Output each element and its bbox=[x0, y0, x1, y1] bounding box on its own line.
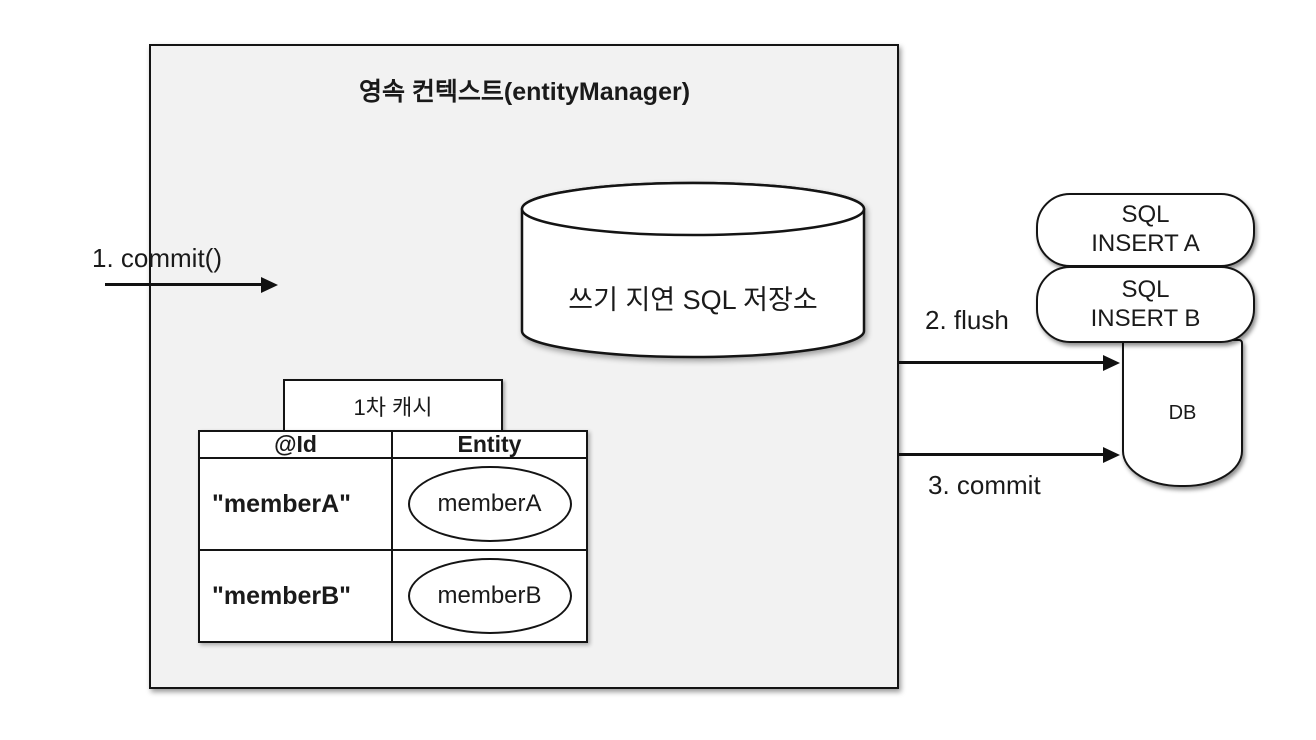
sql-insert-b-line2: INSERT B bbox=[1090, 304, 1201, 332]
commit-db-step-label: 3. commit bbox=[928, 470, 1041, 500]
first-level-cache-tab: 1차 캐시 bbox=[283, 379, 503, 432]
cache-row-member-b-id: "memberB" bbox=[200, 551, 393, 641]
db-label: DB bbox=[1168, 401, 1197, 424]
commit-step-label: 1. commit() bbox=[92, 243, 222, 273]
cache-row-member-a-entity-cell: memberA bbox=[393, 459, 586, 551]
sql-insert-a-line2: INSERT A bbox=[1091, 230, 1200, 257]
persistence-context-title: 영속 컨텍스트(entityManager) bbox=[358, 78, 691, 106]
column-header-entity: Entity bbox=[393, 431, 586, 459]
sql-store-label: 쓰기 지연 SQL 저장소 bbox=[568, 284, 818, 315]
flush-arrow bbox=[899, 355, 1120, 369]
entity-ellipse-member-a: memberA bbox=[407, 466, 572, 542]
cache-row-member-b-entity-cell: memberB bbox=[393, 551, 586, 641]
sql-insert-a-line1: SQL bbox=[1121, 201, 1170, 229]
flush-step-label: 2. flush bbox=[925, 305, 1009, 335]
sql-insert-b-box: SQL INSERT B bbox=[1036, 266, 1255, 343]
cylinder-shape bbox=[520, 181, 866, 359]
entity-ellipse-member-b: memberB bbox=[407, 558, 572, 634]
cache-row-member-a-id: "memberA" bbox=[200, 459, 393, 551]
sql-insert-a-box: SQL INSERT A bbox=[1036, 193, 1255, 267]
write-behind-sql-store-cylinder: 쓰기 지연 SQL 저장소 bbox=[520, 181, 866, 359]
column-header-id: @Id bbox=[200, 431, 393, 459]
db-cylinder: DB bbox=[1122, 339, 1243, 487]
commit-db-arrow bbox=[899, 447, 1120, 461]
commit-arrow bbox=[105, 277, 278, 291]
sql-insert-b-line1: SQL bbox=[1121, 275, 1170, 303]
cache-table: @Id Entity "memberA" memberA "memberB" m… bbox=[198, 430, 588, 643]
